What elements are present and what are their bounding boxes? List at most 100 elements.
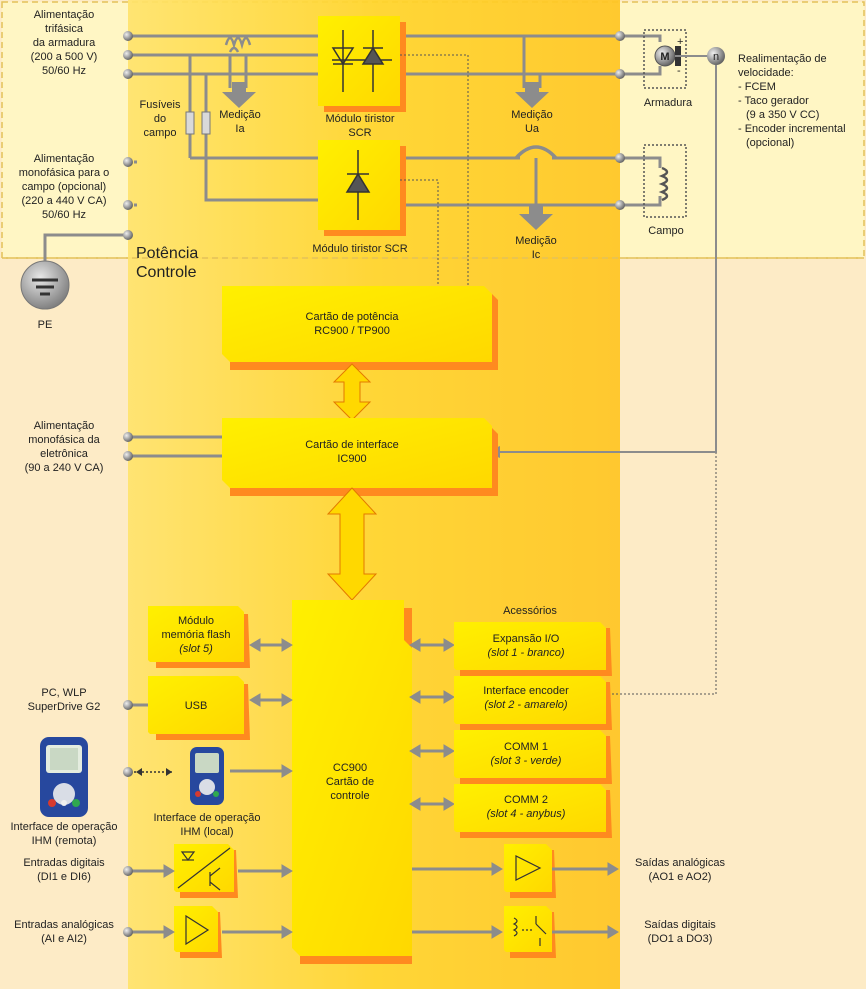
measurement-arrow-ua xyxy=(515,82,549,108)
speed-feedback-label: Realimentação de velocidade: - FCEM - Ta… xyxy=(738,53,846,149)
svg-text:(slot 2 - amarelo): (slot 2 - amarelo) xyxy=(484,699,567,711)
svg-text:(slot 3 - verde): (slot 3 - verde) xyxy=(491,755,562,767)
svg-text:Alimentação: Alimentação xyxy=(34,153,95,165)
analog-output-block xyxy=(504,844,556,898)
hmi-arrow-left xyxy=(136,768,142,776)
control-card: CC900 Cartão de controle xyxy=(292,600,412,964)
svg-text:campo: campo xyxy=(143,127,176,139)
field-fuse-1 xyxy=(185,111,195,135)
power-terminals xyxy=(123,31,625,240)
scr-field-label: Módulo tiristor SCR xyxy=(312,243,407,255)
analog-input-block xyxy=(174,906,222,958)
hmi-arrow-right xyxy=(166,768,172,776)
svg-text:IHM (local): IHM (local) xyxy=(180,826,233,838)
armature-frame xyxy=(643,29,687,89)
field-label: Campo xyxy=(648,225,683,237)
flash-module: Módulo memória flash (slot 5) xyxy=(148,606,250,668)
svg-text:velocidade:: velocidade: xyxy=(738,67,794,79)
svg-text:(DI1 e DI6): (DI1 e DI6) xyxy=(37,871,91,883)
speed-feedback-wire xyxy=(496,65,717,453)
field-coil-icon xyxy=(658,166,669,202)
svg-text:COMM 1: COMM 1 xyxy=(504,741,548,753)
svg-text:Saídas digitais: Saídas digitais xyxy=(644,919,716,931)
ic-measure-label: Medição Ic xyxy=(515,235,557,261)
svg-text:50/60 Hz: 50/60 Hz xyxy=(42,65,86,77)
digital-input-wires xyxy=(128,864,293,878)
svg-text:IHM (remota): IHM (remota) xyxy=(32,835,97,847)
svg-text:Interface de operação: Interface de operação xyxy=(153,812,260,824)
svg-text:Alimentação: Alimentação xyxy=(34,420,95,432)
svg-text:(AO1 e AO2): (AO1 e AO2) xyxy=(649,871,712,883)
svg-text:Saídas analógicas: Saídas analógicas xyxy=(635,857,725,869)
hmi-remote-icon xyxy=(40,737,88,817)
svg-text:- FCEM: - FCEM xyxy=(738,81,776,93)
svg-text:PC, WLP: PC, WLP xyxy=(41,687,86,699)
power-card: Cartão de potência RC900 / TP900 xyxy=(222,286,498,370)
svg-text:Entradas analógicas: Entradas analógicas xyxy=(14,919,114,931)
svg-text:memória flash: memória flash xyxy=(161,629,230,641)
accessory-encoder-interface: Interface encoder (slot 2 - amarelo) xyxy=(454,676,612,730)
svg-text:(220 a 440 V CA): (220 a 440 V CA) xyxy=(22,195,107,207)
analog-inputs-label: Entradas analógicas (AI e AI2) xyxy=(14,919,114,945)
measurement-arrow-ic xyxy=(519,206,553,230)
control-title: Controle xyxy=(136,264,197,281)
terminal xyxy=(123,866,133,876)
digital-inputs-label: Entradas digitais (DI1 e DI6) xyxy=(23,857,105,883)
ground-icon xyxy=(20,260,70,310)
svg-text:do: do xyxy=(154,113,166,125)
svg-text:CC900: CC900 xyxy=(333,762,367,774)
pe-label: PE xyxy=(38,319,53,331)
svg-text:Expansão I/O: Expansão I/O xyxy=(493,633,560,645)
svg-text:Ic: Ic xyxy=(532,249,541,261)
svg-text:COMM 2: COMM 2 xyxy=(504,794,548,806)
motor-letter: M xyxy=(660,51,669,63)
svg-text:- Taco gerador: - Taco gerador xyxy=(738,95,809,107)
svg-text:da armadura: da armadura xyxy=(33,37,96,49)
accessory-expansion-io: Expansão I/O (slot 1 - branco) xyxy=(454,622,612,676)
armature-label: Armadura xyxy=(644,97,693,109)
hmi-remote-label: Interface de operação IHM (remota) xyxy=(10,821,117,847)
svg-text:Interface de operação: Interface de operação xyxy=(10,821,117,833)
power-wiring xyxy=(43,34,662,262)
digital-output-wires xyxy=(412,925,619,939)
accessory-comm1: COMM 1 (slot 3 - verde) xyxy=(454,730,612,784)
field-frame xyxy=(643,144,687,218)
ct-coil-ia xyxy=(224,36,252,53)
svg-text:Medição: Medição xyxy=(515,235,557,247)
plus-sign: + xyxy=(677,36,683,48)
ground-bars xyxy=(32,278,58,296)
electronics-supply-label: Alimentação monofásica da eletrônica (90… xyxy=(25,420,104,474)
electronics-supply-wires xyxy=(128,435,222,458)
accessory-comm2: COMM 2 (slot 4 - anybus) xyxy=(454,784,612,838)
ua-measure-label: Medição Ua xyxy=(511,109,553,135)
svg-text:Cartão de interface: Cartão de interface xyxy=(305,439,399,451)
scr-field-module xyxy=(318,140,406,236)
svg-text:(200 a 500 V): (200 a 500 V) xyxy=(31,51,98,63)
minus-sign: - xyxy=(677,65,681,77)
svg-text:(AI e AI2): (AI e AI2) xyxy=(41,933,87,945)
svg-text:Ia: Ia xyxy=(235,123,245,135)
svg-text:(DO1 a DO3): (DO1 a DO3) xyxy=(648,933,713,945)
interface-card: Cartão de interface IC900 xyxy=(222,418,498,496)
svg-text:(slot 5): (slot 5) xyxy=(179,643,213,655)
terminal xyxy=(123,700,133,710)
hmi-local-icon xyxy=(190,747,224,805)
analog-input-wires xyxy=(128,925,293,939)
svg-text:50/60 Hz: 50/60 Hz xyxy=(42,209,86,221)
svg-text:SuperDrive G2: SuperDrive G2 xyxy=(28,701,101,713)
svg-text:eletrônica: eletrônica xyxy=(40,448,89,460)
svg-text:USB: USB xyxy=(185,700,208,712)
digital-outputs-label: Saídas digitais (DO1 a DO3) xyxy=(644,919,716,945)
svg-text:Módulo tiristor: Módulo tiristor xyxy=(325,113,394,125)
svg-text:Interface encoder: Interface encoder xyxy=(483,685,569,697)
terminal xyxy=(123,451,133,461)
speed-symbol: n xyxy=(713,51,719,63)
usb-source-label: PC, WLP SuperDrive G2 xyxy=(28,687,101,713)
field-fuses-label: Fusíveis do campo xyxy=(140,99,181,139)
svg-text:(slot 4 - anybus): (slot 4 - anybus) xyxy=(487,808,566,820)
svg-text:Cartão de: Cartão de xyxy=(326,776,374,788)
digital-output-block xyxy=(504,906,556,958)
terminal xyxy=(123,767,133,777)
svg-text:monofásica para o: monofásica para o xyxy=(19,167,110,179)
